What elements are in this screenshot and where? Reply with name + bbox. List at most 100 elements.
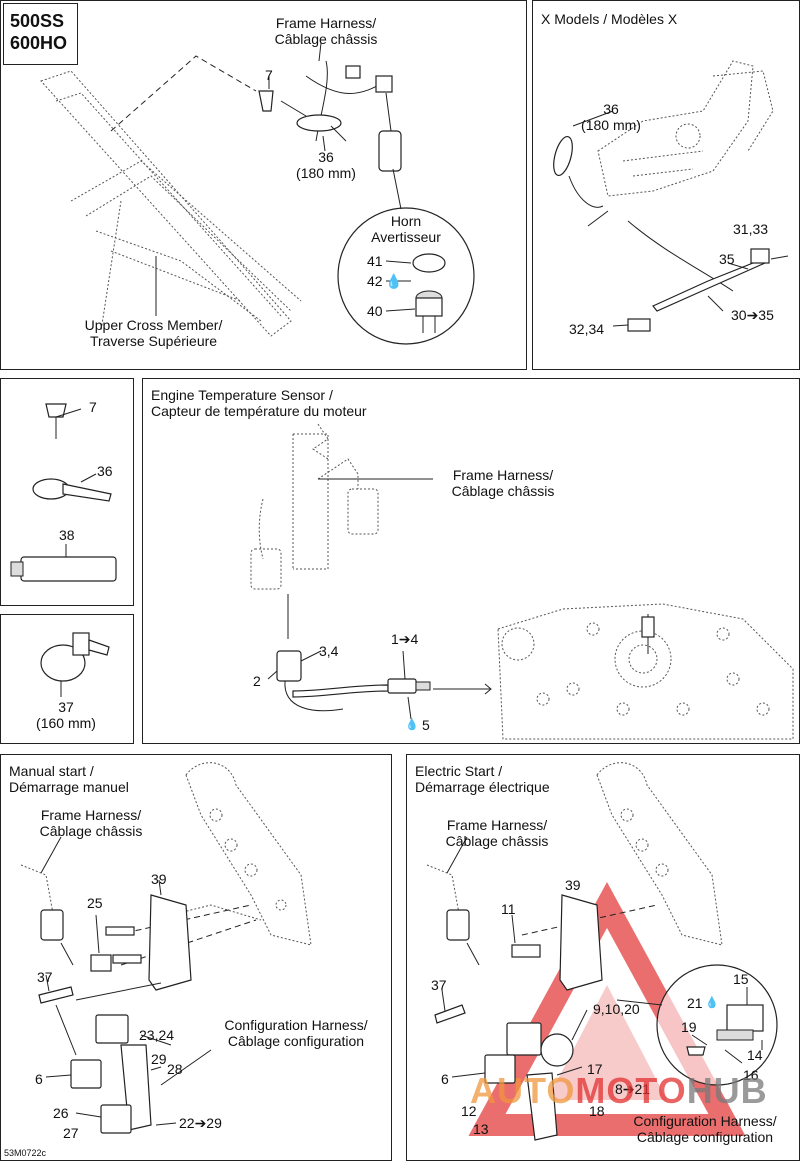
frame-illustration <box>40 42 475 345</box>
part-21-label: 21 <box>687 995 703 1011</box>
clamp-illustration <box>40 632 110 697</box>
label-line: Engine Temperature Sensor / <box>151 387 333 403</box>
part-7-label: 7 <box>89 399 97 415</box>
electric-start-panel: Electric Start / Démarrage électrique Fr… <box>406 754 800 1161</box>
parts-illustration <box>10 403 117 582</box>
frame-harness-label: Frame Harness/ Câblage châssis <box>21 807 161 839</box>
part-38-label: 38 <box>59 527 75 543</box>
part-26-label: 26 <box>53 1105 69 1121</box>
label-line: Frame Harness/ <box>40 807 142 823</box>
part-40-label: 40 <box>367 303 383 319</box>
part-5-label: 5 <box>422 717 430 733</box>
label-line: Câblage châssis <box>451 483 555 499</box>
label-line: Traverse Supérieure <box>89 333 218 349</box>
manual-start-panel: Manual start / Démarrage manuel Frame Ha… <box>0 754 392 1161</box>
x-models-illustration <box>553 60 789 332</box>
part-7-label: 7 <box>265 67 273 83</box>
frame-panel: 500SS 600HO Frame Harness/ Câblage châss… <box>0 0 527 370</box>
part-35-label: 35 <box>719 251 735 267</box>
electric-start-illustration <box>426 762 778 1141</box>
label-line: Câblage châssis <box>445 833 549 849</box>
manual-start-title: Manual start / Démarrage manuel <box>9 763 129 795</box>
engine-temp-illustration <box>250 423 794 740</box>
part-27-label: 27 <box>63 1125 79 1141</box>
label-line: (160 mm) <box>36 715 96 731</box>
config-harness-label: Configuration Harness/ Câblage configura… <box>206 1017 386 1049</box>
label-line: Manual start / <box>9 763 94 779</box>
label-line: Horn <box>390 213 422 229</box>
label-line: (180 mm) <box>581 117 641 133</box>
part-19-label: 19 <box>681 1019 697 1035</box>
model-line-1: 500SS <box>10 11 65 31</box>
label-line: Câblage configuration <box>636 1129 774 1145</box>
part-16-label: 16 <box>743 1067 759 1083</box>
label-line: Démarrage électrique <box>415 779 550 795</box>
config-harness-label: Configuration Harness/ Câblage configura… <box>615 1113 795 1145</box>
label-line: Configuration Harness/ <box>633 1113 777 1129</box>
frame-harness-label: Frame Harness/ Câblage châssis <box>433 467 573 499</box>
part-15-label: 15 <box>733 971 749 987</box>
watermark-part: AUTO <box>470 1070 576 1111</box>
part-12-label: 12 <box>461 1103 477 1119</box>
label-line: (180 mm) <box>296 165 356 181</box>
label-line: Frame Harness/ <box>275 15 377 31</box>
model-badge: 500SS 600HO <box>3 3 78 65</box>
part-14-label: 14 <box>747 1047 763 1063</box>
part-32-34-label: 32,34 <box>569 321 605 337</box>
label-line: Frame Harness/ <box>452 467 554 483</box>
part-36-label: 36 <box>97 463 113 479</box>
x-models-panel: X Models / Modèles X 36 (180 mm) 31,33 3… <box>532 0 800 370</box>
label-line: 36 <box>318 149 334 165</box>
label-line: Configuration Harness/ <box>224 1017 368 1033</box>
part-8-21-label: 8➔21 <box>615 1081 651 1097</box>
part-1-4-label: 1➔4 <box>391 631 419 647</box>
part-18-label: 18 <box>589 1103 605 1119</box>
parts-panel: 7 36 38 <box>0 378 134 606</box>
part-2-label: 2 <box>253 673 261 689</box>
frame-harness-label: Frame Harness/ Câblage châssis <box>256 15 396 47</box>
watermark-part: HUB <box>686 1070 768 1111</box>
label-line: Câblage châssis <box>274 31 378 47</box>
drop-icon: 💧 <box>405 719 419 731</box>
upper-cross-member-label: Upper Cross Member/ Traverse Supérieure <box>61 317 246 349</box>
label-line: 37 <box>58 699 74 715</box>
label-line: Avertisseur <box>371 229 441 245</box>
part-17-label: 17 <box>587 1061 603 1077</box>
part-23-24-label: 23,24 <box>139 1027 175 1043</box>
label-line: Frame Harness/ <box>446 817 548 833</box>
manual-start-illustration <box>20 762 312 1134</box>
part-22-29-label: 22➔29 <box>179 1115 222 1131</box>
label-line: Upper Cross Member/ <box>84 317 223 333</box>
label-line: 36 <box>603 101 619 117</box>
watermark: AUTOMOTOHUB <box>470 1070 768 1112</box>
part-42-label: 42 <box>367 273 383 289</box>
part-31-33-label: 31,33 <box>733 221 769 237</box>
label-line: Electric Start / <box>415 763 503 779</box>
x-models-title: X Models / Modèles X <box>541 11 678 27</box>
label-line: Câblage châssis <box>39 823 143 839</box>
label-line: Capteur de température du moteur <box>151 403 367 419</box>
frame-harness-label: Frame Harness/ Câblage châssis <box>427 817 567 849</box>
part-39-label: 39 <box>565 877 581 893</box>
engine-temp-title: Engine Temperature Sensor / Capteur de t… <box>151 387 367 419</box>
part-36-label: 36 (180 mm) <box>286 149 366 181</box>
drop-icon: 💧 <box>385 273 403 289</box>
part-11-label: 11 <box>501 901 516 917</box>
part-30-35-label: 30➔35 <box>731 307 774 323</box>
part-29-label: 29 <box>151 1051 167 1067</box>
part-28-label: 28 <box>167 1061 183 1077</box>
clamp-panel: 37 (160 mm) <box>0 614 134 744</box>
horn-label: Horn Avertisseur <box>356 213 456 245</box>
label-line: Câblage configuration <box>227 1033 365 1049</box>
part-37-label: 37 <box>431 977 447 993</box>
electric-start-title: Electric Start / Démarrage électrique <box>415 763 550 795</box>
part-6-label: 6 <box>441 1071 449 1087</box>
engine-temp-panel: Engine Temperature Sensor / Capteur de t… <box>142 378 800 744</box>
label-line: Démarrage manuel <box>9 779 129 795</box>
watermark-part: MOTO <box>575 1070 687 1111</box>
part-37-label: 37 (160 mm) <box>21 699 111 731</box>
part-37-label: 37 <box>37 969 53 985</box>
part-13-label: 13 <box>473 1121 489 1137</box>
part-41-label: 41 <box>367 253 383 269</box>
part-9-10-20-label: 9,10,20 <box>593 1001 640 1017</box>
